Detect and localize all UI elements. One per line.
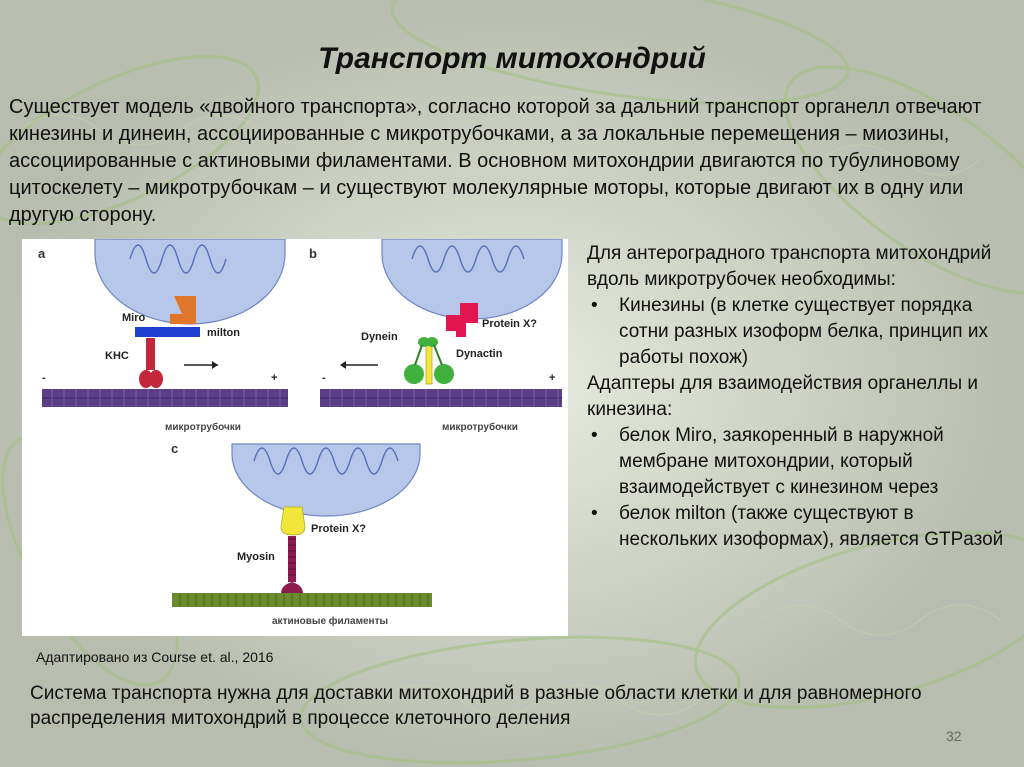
panel-b-track-label: микротрубочки xyxy=(442,421,518,433)
right-bullet-3: белок milton (также существуют в несколь… xyxy=(587,501,1007,553)
panel-c-mitochondrion xyxy=(231,443,421,517)
panel-a-plus: + xyxy=(271,372,277,384)
bottom-paragraph: Система транспорта нужна для доставки ми… xyxy=(30,683,922,729)
slide-title: Транспорт митохондрий xyxy=(318,42,706,75)
panel-a-kinesin xyxy=(139,338,163,388)
right-para-2: Адаптеры для взаимодействия органеллы и … xyxy=(587,373,979,420)
panel-b-protein-label: Protein X? xyxy=(482,318,537,330)
panel-c-protein-label: Protein X? xyxy=(311,523,366,535)
intro-paragraph: Существует модель «двойного транспорта»,… xyxy=(9,96,982,226)
transport-figure: a Miro milton KHC - + микротрубочки b Dy… xyxy=(22,239,568,636)
panel-a-miro-label: Miro xyxy=(122,312,146,324)
panel-a-arrow xyxy=(184,361,218,369)
panel-b-dynactin-label: Dynactin xyxy=(456,348,503,360)
right-bullet-2: белок Miro, заякоренный в наружной мембр… xyxy=(587,423,1007,501)
page-number: 32 xyxy=(946,728,962,744)
panel-a-letter: a xyxy=(38,246,46,261)
panel-c-protein-shape xyxy=(280,506,306,536)
panel-b-adaptor-shape xyxy=(446,303,478,337)
panel-c-track-label: актиновые филаменты xyxy=(272,615,388,627)
right-list-1: Кинезины (в клетке существует порядка со… xyxy=(587,293,1007,371)
panel-b-minus: - xyxy=(322,372,326,384)
panel-a-microtubule xyxy=(42,389,288,407)
right-para-1: Для антероградного транспорта митохондри… xyxy=(587,243,992,290)
panel-c-cristae xyxy=(253,447,399,475)
panel-a-cristae xyxy=(129,244,227,274)
panel-b-plus: + xyxy=(549,372,555,384)
panel-b-cristae xyxy=(411,245,525,273)
panel-b-letter: b xyxy=(309,246,317,261)
panel-c-letter: c xyxy=(171,441,178,456)
panel-c-myosin-label: Myosin xyxy=(237,551,275,563)
figure-caption: Адаптировано из Course et. al., 2016 xyxy=(36,649,274,665)
panel-b-dynein-motor xyxy=(404,337,454,385)
right-list-2: белок Miro, заякоренный в наружной мембр… xyxy=(587,423,1007,553)
panel-b-arrow xyxy=(340,361,378,369)
panel-b-dynein-label: Dynein xyxy=(361,331,398,343)
panel-a-track-label: микротрубочки xyxy=(165,421,241,433)
panel-b-microtubule xyxy=(320,389,562,407)
panel-a-khc-label: KHC xyxy=(105,350,129,362)
panel-a-minus: - xyxy=(42,372,46,384)
panel-a-miro-shape xyxy=(170,296,196,324)
right-text-panel: Для антероградного транспорта митохондри… xyxy=(587,241,1007,553)
panel-a-milton-label: milton xyxy=(207,327,240,339)
right-bullet-1: Кинезины (в клетке существует порядка со… xyxy=(587,293,1007,371)
panel-c-actin xyxy=(172,593,432,607)
panel-a-milton-bar xyxy=(135,327,200,337)
